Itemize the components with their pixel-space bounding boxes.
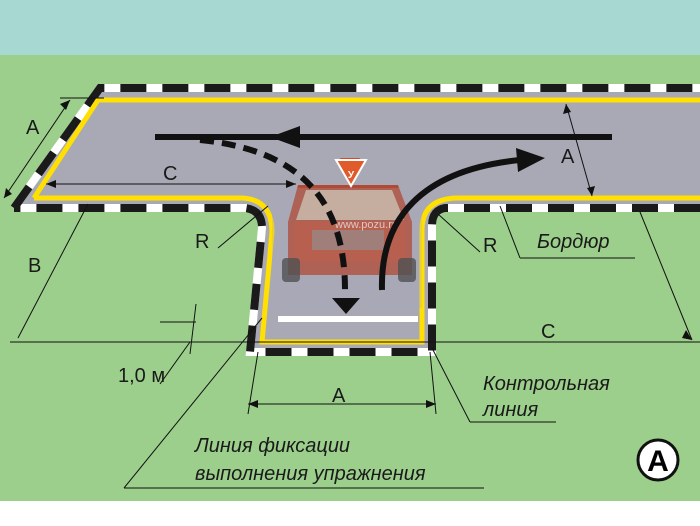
label-control-line-1: Контрольная: [483, 373, 610, 395]
label-r-left: R: [195, 231, 209, 253]
sky: [0, 0, 700, 55]
dimension-lines: [3, 97, 700, 489]
bottom-margin: [0, 501, 700, 526]
dimension-arrowheads: [4, 100, 692, 408]
fixation-line: [278, 316, 418, 322]
plate-sign: У: [348, 170, 355, 181]
label-r-right: R: [483, 235, 497, 257]
label-curb: Бордюр: [537, 231, 609, 253]
label-c-bottom: C: [541, 321, 555, 343]
car-icon: У www.pozu.ru: [282, 158, 416, 282]
arrow-turn-right-icon: [378, 148, 545, 291]
curb-dashes: [10, 84, 700, 356]
label-fix-line-1: Линия фиксации: [193, 435, 350, 457]
arrow-dashed-turn-icon: [199, 137, 360, 314]
label-a-bottom: A: [332, 385, 346, 407]
label-c-top: C: [163, 163, 177, 185]
watermark: www.pozu.ru: [334, 219, 398, 231]
label-a-top-left: A: [26, 117, 40, 139]
label-b: B: [28, 255, 41, 277]
car-fade: [272, 188, 422, 308]
badge-circle-icon: A: [636, 438, 680, 482]
label-control-line-2: линия: [482, 399, 539, 421]
label-one-meter: 1,0 м: [118, 365, 165, 387]
label-a-right: A: [561, 146, 575, 168]
label-fix-line-2: выполнения упражнения: [195, 463, 426, 485]
arrow-left-icon: [155, 126, 612, 148]
badge-label: A: [647, 445, 669, 478]
